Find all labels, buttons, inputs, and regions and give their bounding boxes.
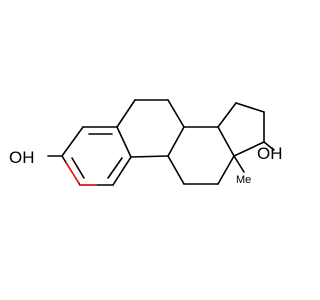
bond-c2: [217, 126, 235, 157]
hydroxyl-label-left: OH: [9, 148, 35, 167]
highlight-bond-1: [65, 162, 80, 184]
bond-a4: [112, 156, 132, 186]
bond-c5: [167, 155, 185, 185]
bond-b4: [167, 126, 185, 157]
ring-c: [167, 126, 235, 185]
bond-methyl: [233, 155, 245, 173]
bond-d2: [235, 102, 265, 113]
bond-b3: [167, 99, 185, 128]
bond-d1: [217, 102, 237, 128]
ring-d: [217, 102, 265, 157]
bond-a1: [61, 126, 84, 157]
bond-b1: [116, 99, 136, 128]
bond-c3: [217, 155, 235, 185]
bond-a3: [116, 126, 132, 158]
bond-b5: [130, 155, 169, 158]
hydroxyl-label-right: OH: [257, 144, 283, 163]
methyl-label: Me: [236, 174, 251, 186]
ring-b: [116, 99, 185, 158]
estradiol-structure-diagram: OH OH Me: [9, 99, 283, 186]
double-bond-a-left: [71, 157, 85, 179]
ring-a: [61, 126, 132, 186]
double-bond-a-right: [107, 157, 123, 179]
bond-d4: [233, 141, 265, 157]
bond-c17-oh: [263, 141, 275, 151]
